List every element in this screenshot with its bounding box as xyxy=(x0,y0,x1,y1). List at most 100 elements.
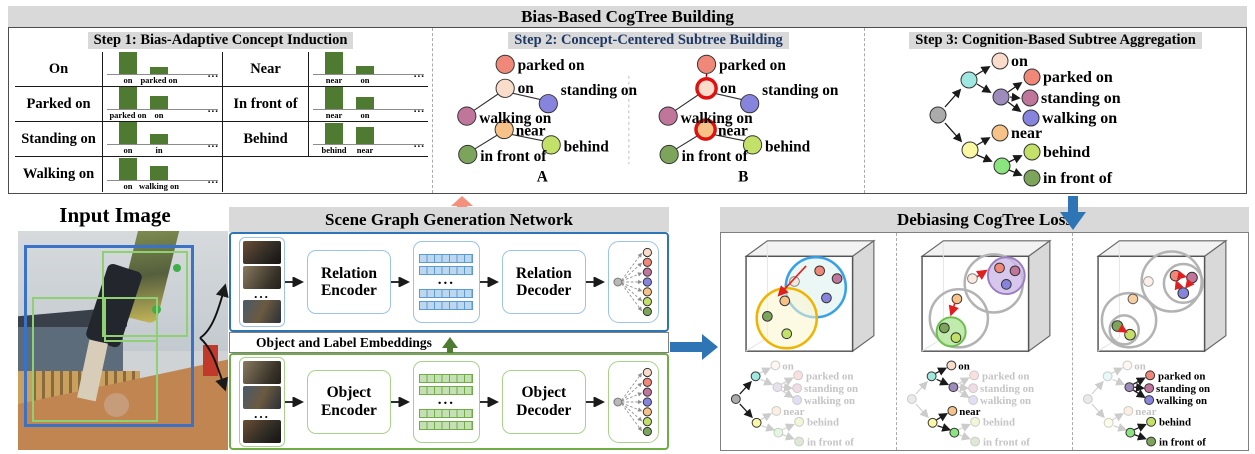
loss-panel-level2: on parked on standing on walking on near… xyxy=(897,233,1073,450)
flow-arrow xyxy=(479,396,499,407)
edge xyxy=(674,133,700,151)
tree-a-letter: A xyxy=(536,168,547,185)
cluster-circle-gray xyxy=(928,287,989,349)
node-near xyxy=(991,124,1009,142)
label-parked-on: parked on xyxy=(517,57,584,74)
label-behind: behind xyxy=(563,139,609,156)
step1-chart: on walking on ... xyxy=(103,157,223,192)
dot-near xyxy=(1127,293,1138,305)
label-standing-on: standing on xyxy=(560,82,637,99)
svg-text:near: near xyxy=(959,406,980,418)
chart-baseline xyxy=(107,74,218,75)
node-root xyxy=(730,394,741,404)
bar xyxy=(150,96,168,109)
dot-behind xyxy=(1123,328,1136,341)
bar xyxy=(356,97,374,109)
feature-space-cube-3 xyxy=(1095,239,1228,353)
node-green-group xyxy=(993,157,1011,175)
relation-decoder-box: Relation Decoder xyxy=(501,250,587,314)
node-standing-on xyxy=(1143,383,1154,394)
label-standing-on: standing on xyxy=(1041,90,1121,107)
bar xyxy=(119,122,137,144)
bbox-blue xyxy=(24,245,194,427)
image-patch xyxy=(243,300,281,323)
node-purple-group xyxy=(992,88,1010,106)
svg-text:walking on: walking on xyxy=(1156,395,1207,407)
cube-top-face xyxy=(743,240,876,257)
bbox-green-skateboard xyxy=(102,251,188,337)
flow-arrow xyxy=(586,277,606,287)
node-root xyxy=(906,394,917,404)
svg-text:standing on: standing on xyxy=(980,383,1034,395)
bar xyxy=(150,67,168,74)
dot-parked-on xyxy=(993,262,1005,274)
step1-row-label: Parked on xyxy=(15,87,103,122)
step1-chart: on parked on ... xyxy=(103,52,223,87)
node-cyan-group xyxy=(1102,371,1113,382)
node-in-front-of xyxy=(659,144,679,165)
bar xyxy=(325,123,343,144)
label-parked-on: parked on xyxy=(1043,69,1113,86)
relation-encoder-box: Relation Encoder xyxy=(306,250,392,314)
down-arrow-blue xyxy=(1060,196,1086,230)
object-branch: ... Object Encoder ... Object Decoder xyxy=(229,353,669,450)
cube-top-face xyxy=(919,240,1052,257)
out-near xyxy=(642,287,652,297)
node-parked-on xyxy=(968,370,979,381)
node-standing-on xyxy=(1021,89,1039,107)
node-standing-on xyxy=(791,383,802,394)
bar xyxy=(325,87,343,109)
node-yellow-group xyxy=(927,417,938,428)
svg-text:on: on xyxy=(782,360,793,372)
out-on xyxy=(642,367,652,377)
subtree-a: parked on on standing on walking on near… xyxy=(456,54,637,185)
skater-head xyxy=(104,393,130,418)
sgg-title: Scene Graph Generation Network xyxy=(229,207,669,232)
subcluster-gray xyxy=(1162,262,1204,305)
image-to-network-arrows xyxy=(199,283,229,392)
edge xyxy=(673,92,701,112)
out-on xyxy=(642,247,652,258)
cogtree: on parked on standing on walking on near… xyxy=(929,52,1121,187)
svg-text:near: near xyxy=(783,406,804,418)
object-embeddings: ... xyxy=(412,360,480,443)
flow-arrow xyxy=(479,277,499,287)
node-behind xyxy=(793,416,804,427)
object-patches: ... xyxy=(239,356,285,447)
embeddings-strip: Object and Label Embeddings xyxy=(229,332,669,353)
node-root xyxy=(929,106,947,124)
label-near: near xyxy=(1011,125,1042,142)
edge xyxy=(511,92,542,101)
object-encoder-box: Object Encoder xyxy=(306,369,392,434)
node-purple-group xyxy=(1123,382,1134,393)
image-patch xyxy=(243,419,281,443)
step1-table: On on parked on ... Near near on ... xyxy=(15,52,428,192)
embedding-bar xyxy=(419,289,474,298)
loss-panel-level3: on parked on standing on walking on near… xyxy=(1073,233,1248,450)
flow-arrow xyxy=(285,396,304,407)
embedding-bar xyxy=(419,254,474,263)
node-on xyxy=(769,360,780,371)
edge xyxy=(712,92,743,101)
object-classifier xyxy=(607,360,659,443)
bar xyxy=(119,87,137,109)
bar xyxy=(356,127,374,144)
step1-chart: behind near ... xyxy=(309,122,428,157)
edge xyxy=(976,137,991,146)
debias-loss-box: on parked on standing on walking on near… xyxy=(720,232,1249,451)
dot-in-front-of xyxy=(938,322,950,334)
classifier-input-node xyxy=(613,397,623,406)
out-standing-on xyxy=(642,387,652,397)
node-in-front-of xyxy=(793,436,804,447)
label-on: on xyxy=(1011,53,1028,70)
node-purple-group xyxy=(947,382,958,393)
svg-text:in front of: in front of xyxy=(807,437,854,449)
step1-row-label: Behind xyxy=(223,122,309,157)
loss-panel-level1: on parked on standing on walking on near… xyxy=(721,233,897,450)
edge xyxy=(1008,155,1023,164)
contrast-arrow xyxy=(948,302,959,317)
node-on xyxy=(1121,360,1132,371)
node-yellow-group xyxy=(961,141,979,159)
image-patch xyxy=(243,241,281,264)
tree-b-letter: B xyxy=(738,168,748,185)
